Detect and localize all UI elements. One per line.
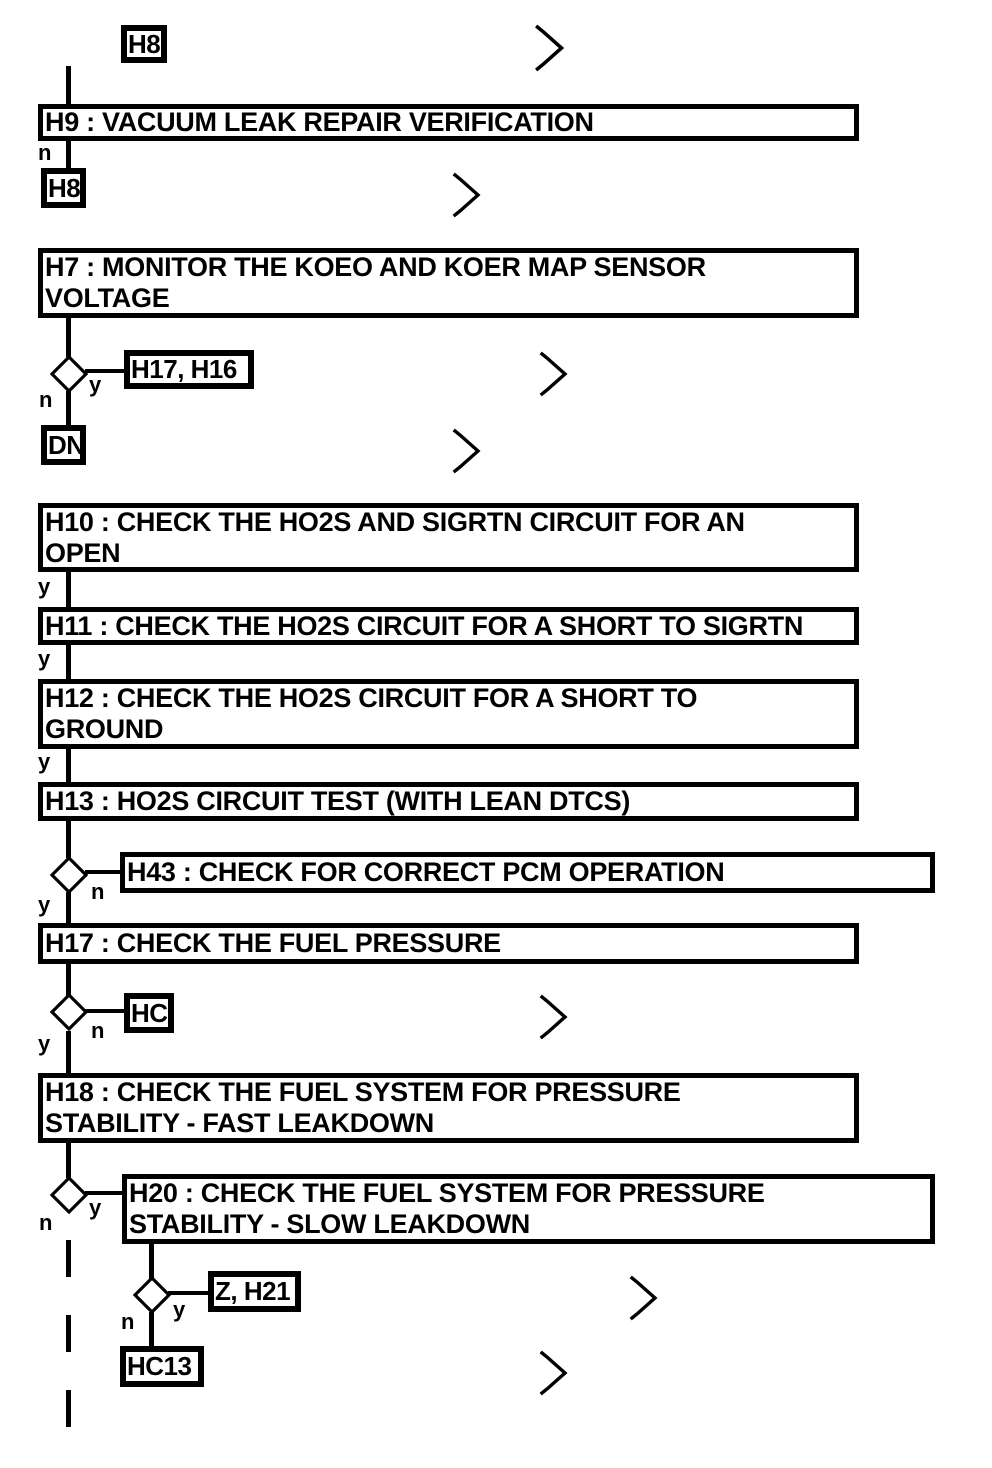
ref-box-dn: DN: [41, 425, 86, 465]
dashed-connector-line: [66, 1240, 71, 1430]
continue-chevron-icon: [535, 24, 565, 72]
step-text: H10 : CHECK THE HO2S AND SIGRTN CIRCUIT …: [45, 506, 745, 537]
branch-label-y: y: [38, 749, 51, 774]
connector-line: [85, 1191, 124, 1195]
continue-chevron-icon: [539, 994, 568, 1040]
branch-label-n: n: [39, 1210, 53, 1235]
ref-box-h17-h16: H17, H16: [124, 350, 254, 389]
step-text: OPEN: [45, 537, 121, 568]
branch-label-y: y: [89, 1195, 102, 1220]
step-text: H17 : CHECK THE FUEL PRESSURE: [45, 928, 501, 958]
connector-line: [66, 1141, 71, 1178]
branch-label-y: y: [38, 1031, 51, 1056]
step-text: VOLTAGE: [45, 283, 170, 313]
branch-label-y: y: [38, 574, 51, 599]
connector-line: [85, 369, 126, 373]
ref-label: DN: [48, 429, 85, 460]
continue-chevron-icon: [452, 428, 481, 474]
ref-box-h8-top: H8: [121, 25, 167, 63]
step-box-h20: H20 : CHECK THE FUEL SYSTEM FOR PRESSURE…: [122, 1174, 935, 1244]
step-text: STABILITY - SLOW LEAKDOWN: [129, 1209, 530, 1239]
ref-label: HC13: [127, 1351, 192, 1381]
step-text: H7 : MONITOR THE KOEO AND KOER MAP SENSO…: [45, 252, 706, 282]
ref-label: H8: [128, 28, 161, 59]
connector-line: [85, 870, 122, 874]
step-box-h43: H43 : CHECK FOR CORRECT PCM OPERATION: [120, 852, 935, 893]
step-box-h13: H13 : HO2S CIRCUIT TEST (WITH LEAN DTCS): [38, 782, 859, 821]
continue-chevron-icon: [539, 351, 568, 397]
branch-label-n: n: [91, 879, 105, 904]
ref-box-hc13: HC13: [120, 1346, 204, 1387]
decision-diamond: [50, 1176, 88, 1214]
step-text: H9 : VACUUM LEAK REPAIR VERIFICATION: [45, 107, 594, 137]
step-box-h12: H12 : CHECK THE HO2S CIRCUIT FOR A SHORT…: [38, 679, 859, 749]
branch-label-y: y: [38, 646, 51, 671]
ref-label: Z, H21: [215, 1276, 291, 1306]
step-box-h7: H7 : MONITOR THE KOEO AND KOER MAP SENSO…: [38, 248, 859, 318]
step-text: H12 : CHECK THE HO2S CIRCUIT FOR A SHORT…: [45, 683, 698, 713]
connector-line: [66, 962, 71, 996]
ref-label: H8: [48, 172, 81, 203]
connector-line: [168, 1291, 210, 1295]
branch-label-y: y: [38, 892, 51, 917]
ref-box-hc: HC: [124, 993, 174, 1033]
branch-label-y: y: [173, 1297, 186, 1322]
step-text: H43 : CHECK FOR CORRECT PCM OPERATION: [127, 857, 725, 887]
connector-line: [66, 570, 71, 609]
step-box-h9: H9 : VACUUM LEAK REPAIR VERIFICATION: [38, 104, 859, 141]
step-text: H11 : CHECK THE HO2S CIRCUIT FOR A SHORT…: [45, 610, 804, 641]
connector-line: [149, 1242, 154, 1279]
connector-line: [66, 1031, 71, 1075]
connector-line: [66, 892, 71, 925]
connector-line: [66, 138, 71, 171]
ref-label: HC: [131, 997, 168, 1028]
step-text: H13 : HO2S CIRCUIT TEST (WITH LEAN DTCS): [45, 786, 631, 816]
step-text: STABILITY - FAST LEAKDOWN: [45, 1108, 434, 1138]
step-box-h10: H10 : CHECK THE HO2S AND SIGRTN CIRCUIT …: [38, 503, 859, 572]
step-box-h11: H11 : CHECK THE HO2S CIRCUIT FOR A SHORT…: [38, 607, 859, 645]
continue-chevron-icon: [629, 1275, 658, 1321]
branch-label-n: n: [38, 140, 52, 165]
branch-label-y: y: [89, 372, 102, 397]
branch-label-n: n: [121, 1309, 135, 1334]
ref-label: H17, H16: [131, 354, 237, 384]
branch-label-n: n: [39, 387, 53, 412]
ref-box-z-h21: Z, H21: [208, 1271, 301, 1312]
ref-box-h8: H8: [41, 168, 86, 208]
connector-line: [149, 1312, 154, 1348]
step-box-h17: H17 : CHECK THE FUEL PRESSURE: [38, 923, 859, 964]
continue-chevron-icon: [452, 172, 481, 218]
connector-line: [85, 1009, 126, 1013]
decision-diamond: [50, 993, 88, 1031]
decision-diamond: [50, 856, 88, 894]
step-text: GROUND: [45, 714, 164, 744]
connector-line: [66, 391, 71, 428]
step-box-h18: H18 : CHECK THE FUEL SYSTEM FOR PRESSURE…: [38, 1073, 859, 1143]
connector-line: [66, 66, 71, 108]
connector-line: [66, 819, 71, 858]
decision-diamond: [50, 355, 88, 393]
decision-diamond: [133, 1276, 171, 1314]
connector-line: [66, 316, 71, 357]
step-text: H20 : CHECK THE FUEL SYSTEM FOR PRESSURE: [129, 1178, 765, 1208]
connector-line: [66, 747, 71, 784]
branch-label-n: n: [91, 1018, 105, 1043]
step-text: H18 : CHECK THE FUEL SYSTEM FOR PRESSURE: [45, 1077, 681, 1107]
continue-chevron-icon: [539, 1350, 568, 1396]
connector-line: [66, 643, 71, 681]
